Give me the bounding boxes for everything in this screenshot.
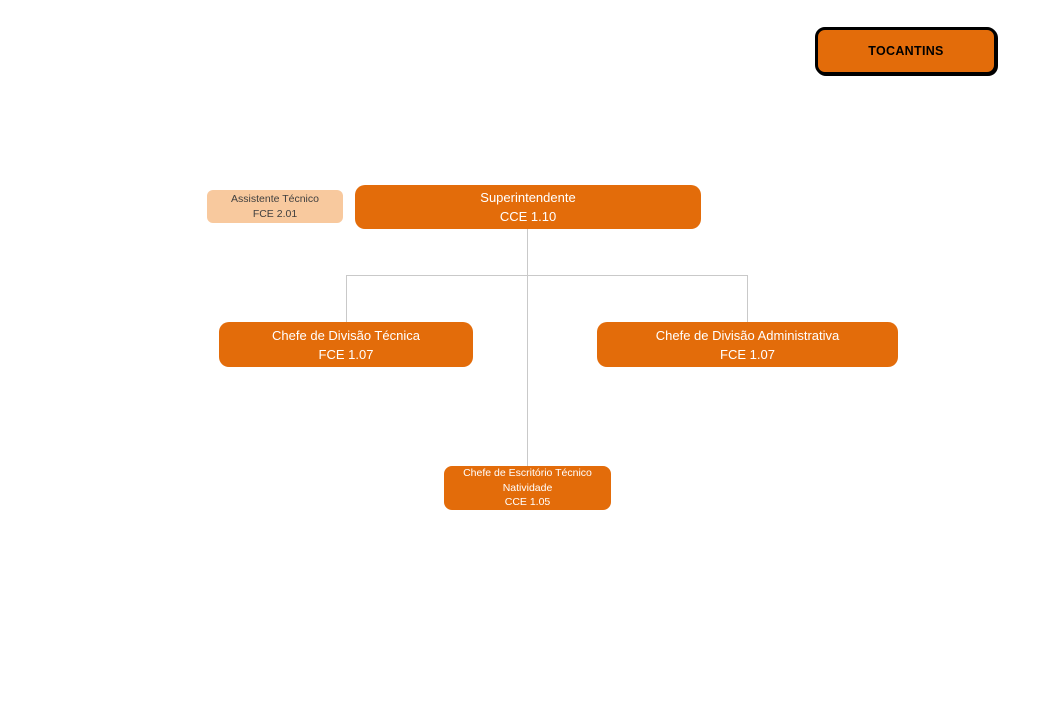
node-code: FCE 1.07 bbox=[318, 346, 374, 362]
node-superintendente: Superintendente CCE 1.10 bbox=[355, 185, 701, 229]
node-code: CCE 1.05 bbox=[504, 496, 551, 509]
node-code: FCE 1.07 bbox=[720, 346, 775, 362]
node-title: Chefe de Divisão Administrativa bbox=[655, 327, 840, 343]
node-title: Chefe de Escritório Técnico bbox=[463, 467, 592, 480]
node-title: Assistente Técnico bbox=[231, 192, 319, 205]
chart-title-badge: TOCANTINS bbox=[815, 27, 997, 75]
node-chefe-escritorio-natividade: Chefe de Escritório Técnico Natividade C… bbox=[444, 466, 611, 510]
chart-title-label: TOCANTINS bbox=[868, 44, 944, 58]
connector-to-office-natividade bbox=[527, 276, 528, 466]
node-code: FCE 2.01 bbox=[252, 207, 298, 220]
node-title: Superintendente bbox=[480, 190, 576, 205]
connector-to-division-technical bbox=[346, 276, 347, 322]
node-code: CCE 1.10 bbox=[499, 209, 557, 224]
node-assistente-tecnico: Assistente Técnico FCE 2.01 bbox=[207, 190, 343, 223]
connector-superintendent-down bbox=[527, 229, 528, 275]
node-chefe-divisao-tecnica: Chefe de Divisão Técnica FCE 1.07 bbox=[219, 322, 473, 367]
connector-branch-horizontal bbox=[346, 275, 748, 276]
connector-to-division-admin bbox=[747, 276, 748, 322]
node-title: Chefe de Divisão Técnica bbox=[272, 327, 420, 343]
node-subtitle: Natividade bbox=[502, 481, 553, 494]
node-chefe-divisao-administrativa: Chefe de Divisão Administrativa FCE 1.07 bbox=[597, 322, 898, 367]
